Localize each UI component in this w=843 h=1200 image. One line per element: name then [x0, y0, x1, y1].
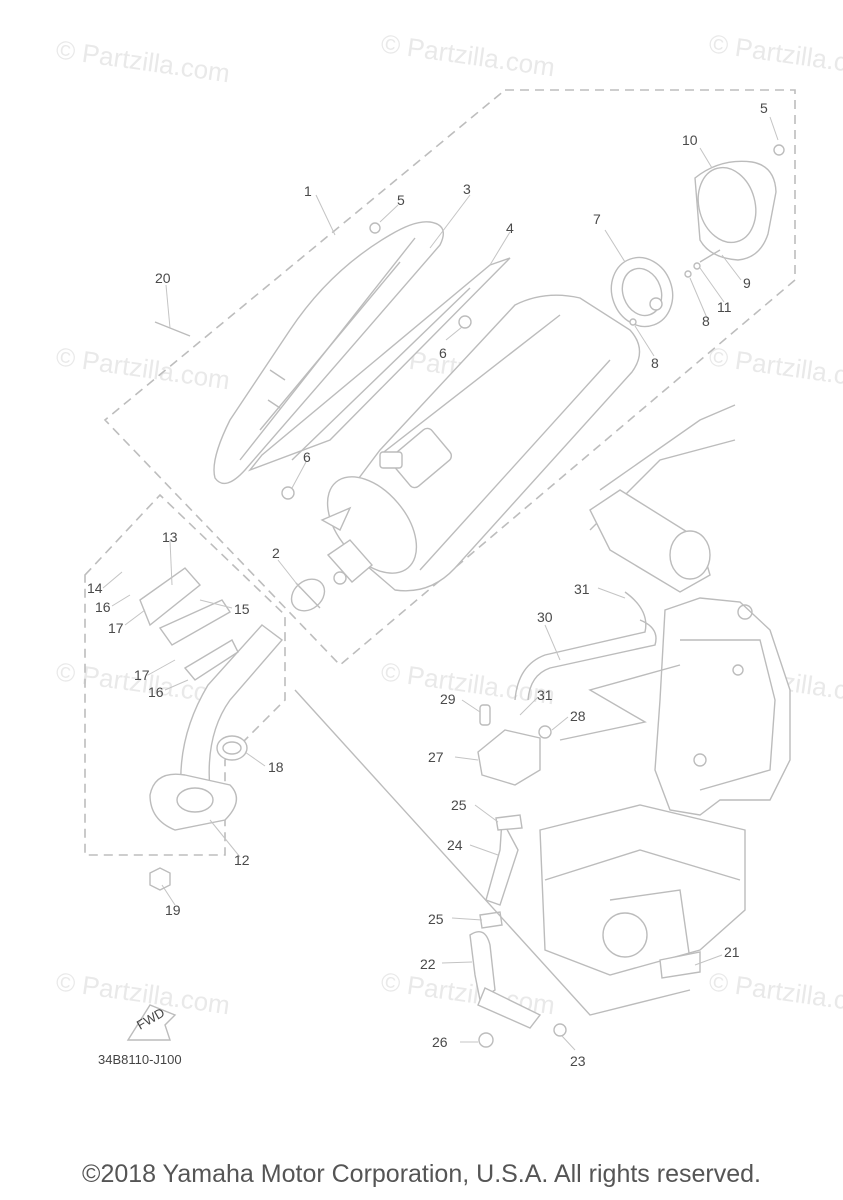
- callout-31-lower: 31: [537, 687, 553, 703]
- callout-28: 28: [570, 708, 586, 724]
- callout-15: 15: [234, 601, 250, 617]
- callout-24: 24: [447, 837, 463, 853]
- outlet-pipe-plate: [610, 256, 674, 328]
- watermark: © Partzilla.com: [54, 966, 232, 1020]
- copyright-notice: ©2018 Yamaha Motor Corporation, U.S.A. A…: [82, 1160, 761, 1188]
- air-induction-system: [294, 591, 691, 1048]
- callout-19: 19: [165, 902, 181, 918]
- muffler-protector: [213, 221, 444, 485]
- callout-2: 2: [272, 545, 280, 561]
- exhaust-pipe-assembly-boundary: [84, 493, 286, 856]
- callout-6-upper: 6: [439, 345, 447, 361]
- heat-shield-plate: [247, 257, 511, 472]
- callout-5-left: 5: [397, 192, 405, 208]
- watermark: © Partzilla.com: [707, 966, 843, 1020]
- callout-6-lower: 6: [303, 449, 311, 465]
- callout-23: 23: [570, 1053, 586, 1069]
- pipe-protectors: [139, 567, 239, 681]
- exhaust-pipe: [149, 624, 284, 831]
- flange-nut: [149, 867, 171, 891]
- tail-cap: [694, 160, 777, 261]
- callout-11: 11: [717, 299, 732, 315]
- callout-17-lower: 17: [134, 667, 150, 683]
- callout-16-lower: 16: [148, 684, 164, 700]
- callout-12: 12: [234, 852, 250, 868]
- watermark: © Partzilla.com: [54, 341, 232, 395]
- callout-20: 20: [155, 270, 171, 286]
- callout-30: 30: [537, 609, 553, 625]
- callout-22: 22: [420, 956, 436, 972]
- pipe-gasket-inner: [222, 741, 242, 755]
- pipe-gasket: [216, 735, 248, 761]
- callout-1: 1: [304, 183, 312, 199]
- diagram-reference-code: 34B8110-J100: [98, 1052, 182, 1067]
- leader-lines: [102, 116, 779, 1051]
- muffler-joint: [326, 539, 373, 585]
- callout-27: 27: [428, 749, 444, 765]
- callout-26: 26: [432, 1034, 448, 1050]
- callout-8-lower: 8: [651, 355, 659, 371]
- callout-17-upper: 17: [108, 620, 124, 636]
- watermark: © Partzilla.com: [379, 28, 557, 82]
- hardware-items: [154, 144, 785, 500]
- callout-18: 18: [268, 759, 284, 775]
- callout-7: 7: [593, 211, 601, 227]
- callout-31-upper: 31: [574, 581, 590, 597]
- callout-16-upper: 16: [95, 599, 111, 615]
- callout-10: 10: [682, 132, 698, 148]
- callout-numbers: 1 2 3 4 5 5 6 6 7 8 8 9 10 11 12 13 14 1…: [87, 100, 768, 1069]
- callout-25-upper: 25: [451, 797, 467, 813]
- callout-3: 3: [463, 181, 471, 197]
- watermark: © Partzilla.com: [54, 34, 232, 88]
- callout-5-top: 5: [760, 100, 768, 116]
- muffler-assembly-boundary: [103, 89, 796, 667]
- callout-25-lower: 25: [428, 911, 444, 927]
- callout-4: 4: [506, 220, 514, 236]
- callout-21: 21: [724, 944, 740, 960]
- muffler-body: [320, 294, 641, 592]
- engine-crankcase: [589, 404, 791, 816]
- callout-9: 9: [743, 275, 751, 291]
- callout-29: 29: [440, 691, 456, 707]
- callout-8-right: 8: [702, 313, 710, 329]
- exhaust-gasket-sleeve: [290, 578, 326, 612]
- watermark: © Partzilla.com: [707, 28, 843, 82]
- callout-14: 14: [87, 580, 103, 596]
- watermark: © Partzilla.com: [707, 341, 843, 395]
- callout-13: 13: [162, 529, 178, 545]
- engine-cylinder: [539, 804, 746, 979]
